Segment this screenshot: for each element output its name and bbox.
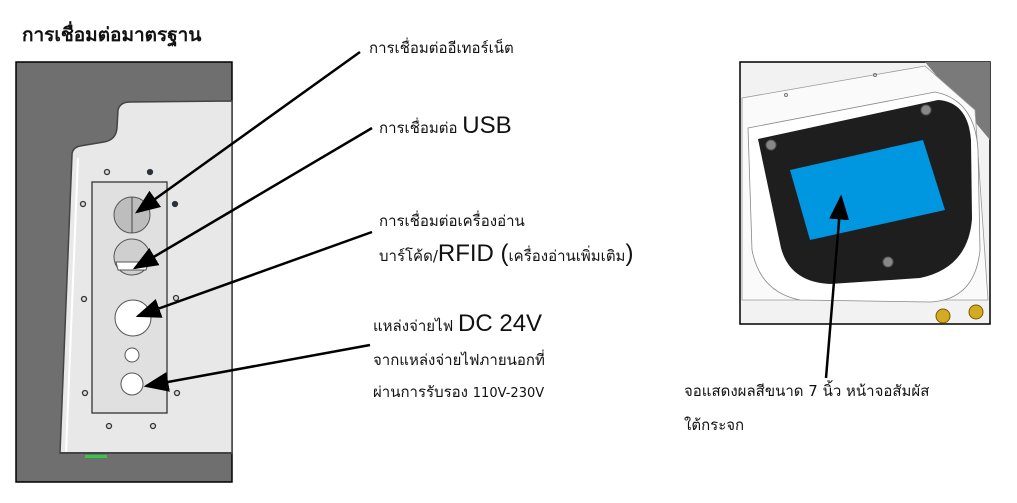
page-title: การเชื่อมต่อมาตรฐาน xyxy=(22,24,202,46)
touch-screen xyxy=(790,140,945,240)
arrow-usb xyxy=(132,126,373,270)
label-usb-strong: USB xyxy=(462,112,512,139)
arrow-reader xyxy=(135,230,373,318)
label-power-prefix: แหล่งจ่ายไฟ xyxy=(373,317,454,335)
aux-port xyxy=(124,347,140,363)
label-power-dc: DC 24V xyxy=(458,310,543,337)
label-ethernet: การเชื่อมต่ออีเทอร์เน็ต xyxy=(369,39,514,57)
label-power-line1: แหล่งจ่ายไฟ DC 24V xyxy=(373,312,542,336)
dc-power-port xyxy=(120,372,144,396)
label-reader-optional: เครื่องอ่านเพิ่มเติม xyxy=(508,247,626,265)
bezel-screws xyxy=(765,104,932,268)
label-reader-prefix: บาร์โค้ด/ xyxy=(379,247,438,265)
label-usb: การเชื่อมต่อ USB xyxy=(379,114,512,138)
connector-right xyxy=(968,304,984,320)
label-reader-close: ) xyxy=(625,240,634,267)
connector-left xyxy=(935,308,951,324)
arrow-power xyxy=(143,343,371,392)
screw-holes xyxy=(79,168,181,430)
display-image xyxy=(739,61,991,325)
label-power-line3: ผ่านการรับรอง 110V-230V xyxy=(373,382,544,404)
label-reader-line2: บาร์โค้ด/RFID (เครื่องอ่านเพิ่มเติม) xyxy=(379,242,633,266)
label-power-range: 110V-230V xyxy=(472,386,545,401)
label-usb-prefix: การเชื่อมต่อ xyxy=(379,119,458,137)
label-reader-rfid: RFID ( xyxy=(437,240,509,267)
label-display-line1: จอแสดงผลสีขนาด 7 นิ้ว หน้าจอสัมผัส xyxy=(684,382,930,400)
label-display-line2: ใต้กระจก xyxy=(684,416,745,434)
status-led xyxy=(85,455,107,458)
label-power-line3-prefix: ผ่านการรับรอง xyxy=(373,383,468,401)
label-power-line2: จากแหล่งจ่ายไฟภายนอกที่ xyxy=(373,351,545,369)
reader-port xyxy=(114,299,152,337)
arrow-display xyxy=(824,194,850,379)
label-reader-line1: การเชื่อมต่อเครื่องอ่าน xyxy=(379,212,525,230)
callout-arrows xyxy=(132,50,850,392)
arrow-ethernet xyxy=(134,50,361,214)
